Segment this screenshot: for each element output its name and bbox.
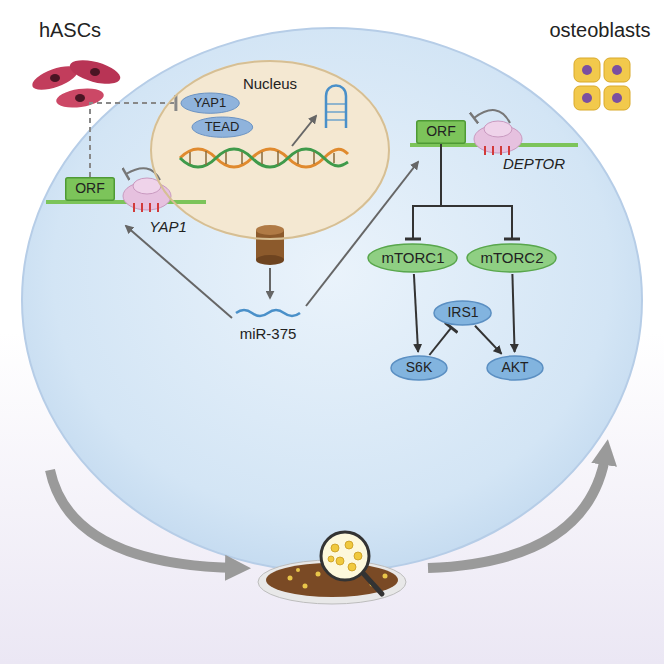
nucleus: NucleusYAP1TEAD [150, 60, 390, 240]
node-text: mTORC1 [381, 250, 444, 267]
complex-oval: mTORC1 [367, 243, 458, 273]
nucleus-fill [150, 60, 390, 240]
node-text: IRS1 [447, 305, 478, 320]
gene-label: YAP1 [149, 218, 187, 235]
node-text: S6K [406, 360, 432, 375]
activation-arrow [475, 326, 502, 354]
node-text: ORF [75, 181, 105, 196]
yap1-mrna [46, 168, 206, 212]
stage-label: osteoblasts [549, 19, 650, 42]
protein-oval: YAP1 [180, 92, 240, 114]
complex-oval: mTORC2 [466, 243, 557, 273]
activation-arrow [414, 274, 418, 352]
node-text: mTORC2 [480, 250, 543, 267]
nuclear-pore [256, 225, 284, 265]
gene-label: DEPTOR [503, 155, 565, 172]
process-arrow [428, 452, 606, 568]
protein-oval: AKT [486, 355, 544, 381]
node-text: Nucleus [243, 76, 297, 93]
protein-oval: S6K [390, 355, 448, 381]
cell-body [22, 28, 642, 572]
magnifier [321, 532, 382, 594]
mirna-strand [236, 310, 300, 316]
activation-arrow [512, 274, 514, 352]
dna-helix [180, 149, 348, 167]
deptor-mrna [410, 110, 578, 155]
inhibition-line [90, 103, 176, 177]
inhibition-line [441, 144, 512, 239]
node-text: AKT [501, 360, 528, 375]
node-text: TEAD [205, 120, 240, 134]
inhibition-line [413, 144, 441, 239]
process-arrow [50, 470, 238, 568]
inhibition-line [429, 328, 451, 355]
node-text: YAP1 [194, 96, 226, 110]
node-text: ORF [426, 124, 456, 139]
orf-box: ORF [65, 177, 115, 201]
orf-box: ORF [416, 120, 466, 144]
protein-oval: IRS1 [433, 300, 492, 326]
protein-oval: TEAD [191, 116, 254, 138]
osteoblast-cells [574, 58, 630, 110]
mirna-label: miR-375 [240, 325, 297, 342]
stage-label: hASCs [39, 19, 101, 42]
